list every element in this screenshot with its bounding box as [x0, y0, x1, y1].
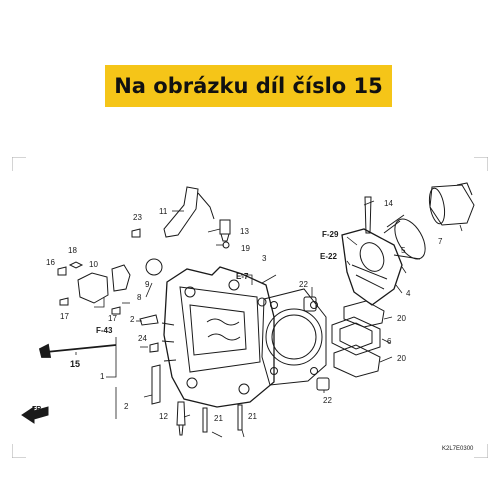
callout-20b: 20: [397, 354, 406, 363]
callout-11: 11: [159, 207, 168, 216]
title-banner: Na obrázku díl číslo 15: [105, 65, 392, 107]
callout-15-highlighted: 15: [70, 359, 80, 369]
callout-3: 3: [262, 254, 267, 263]
callout-2: 2: [130, 315, 135, 324]
bolt-15-part: [38, 343, 117, 358]
bolt-14-part: [364, 196, 372, 234]
callout-5: 5: [401, 246, 406, 255]
callout-1: 1: [100, 372, 105, 381]
callout-2b: 2: [124, 402, 129, 411]
ref-e7: E-7: [236, 272, 249, 281]
callout-10: 10: [89, 260, 98, 269]
intake-gasket-part: [331, 300, 385, 378]
leader-lines: [75, 200, 463, 438]
air-pipe-part: [428, 182, 475, 226]
ref-f29: F-29: [322, 230, 339, 239]
callout-17b: 17: [108, 314, 117, 323]
callout-14: 14: [384, 199, 393, 208]
callout-13: 13: [240, 227, 249, 236]
callout-22b: 22: [323, 396, 332, 405]
callout-labels: 1 2 2 3 4 5 6 7 8 9 10 11 12 13 14 15 16…: [32, 199, 474, 452]
temp-sensor-part: [219, 219, 231, 249]
callout-12: 12: [159, 412, 168, 421]
parts-diagram-svg: 1 2 2 3 4 5 6 7 8 9 10 11 12 13 14 15 16…: [11, 156, 489, 459]
callout-24: 24: [138, 334, 147, 343]
callout-8: 8: [137, 293, 142, 302]
callout-23: 23: [133, 213, 142, 222]
callout-20: 20: [397, 314, 406, 323]
stud-bolts-part: [202, 404, 243, 433]
insulator-part: [341, 228, 403, 306]
spark-plug-part: [176, 401, 186, 436]
hose-clamp-part: [383, 214, 426, 260]
callout-22: 22: [299, 280, 308, 289]
head-gasket-part: [261, 288, 327, 386]
thermostat-housing-part: [57, 258, 163, 405]
diagram-code: K2L7E0300: [442, 446, 474, 452]
front-arrow-icon: [21, 406, 49, 424]
banner-text: Na obrázku díl číslo 15: [114, 74, 383, 98]
callout-9: 9: [145, 280, 150, 289]
callout-17: 17: [60, 312, 69, 321]
ref-f43: F-43: [96, 326, 113, 335]
callout-4: 4: [406, 289, 411, 298]
direction-label: FR.: [32, 406, 43, 413]
callout-21b: 21: [248, 412, 257, 421]
bracket-part: [131, 186, 215, 238]
cylinder-head-part: [161, 266, 275, 408]
callout-6: 6: [387, 337, 392, 346]
ref-e22: E-22: [320, 252, 337, 261]
dowel-pins-part: [303, 296, 330, 391]
callout-16: 16: [46, 258, 55, 267]
parts-diagram: 1 2 2 3 4 5 6 7 8 9 10 11 12 13 14 15 16…: [11, 156, 489, 459]
callout-19: 19: [241, 244, 250, 253]
callout-7: 7: [438, 237, 443, 246]
callout-18: 18: [68, 246, 77, 255]
callout-21: 21: [214, 414, 223, 423]
